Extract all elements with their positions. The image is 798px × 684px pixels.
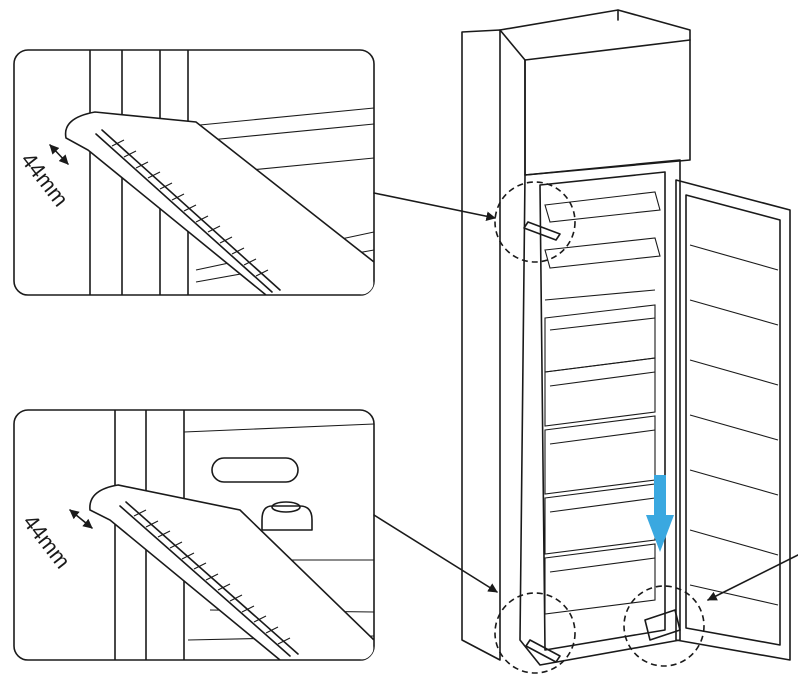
open-door: [675, 179, 791, 661]
marker-circle-top: [494, 181, 576, 263]
pointer-arrow-icon: [707, 554, 798, 601]
detail-panel-bottom: 44mm: [13, 409, 375, 661]
mounting-bracket-bottom: [89, 484, 374, 660]
rail-teeth-top: [111, 139, 269, 277]
double-arrow-icon: [49, 144, 69, 165]
drawer-stack: [544, 304, 656, 615]
mounting-bracket-top: [64, 111, 374, 295]
marker-circle-bottom-left: [494, 592, 576, 674]
appliance-cabinet: [461, 9, 791, 666]
marker-circle-bottom-right: [623, 585, 705, 667]
rail-teeth-bottom: [133, 509, 291, 645]
pointer-arrow-icon: [373, 514, 498, 593]
slot-detail: [211, 457, 299, 483]
detail-panel-top: 44mm: [13, 49, 375, 296]
pointer-arrow-icon: [373, 192, 496, 221]
down-arrow-icon: [646, 475, 674, 552]
double-arrow-icon: [69, 509, 93, 529]
